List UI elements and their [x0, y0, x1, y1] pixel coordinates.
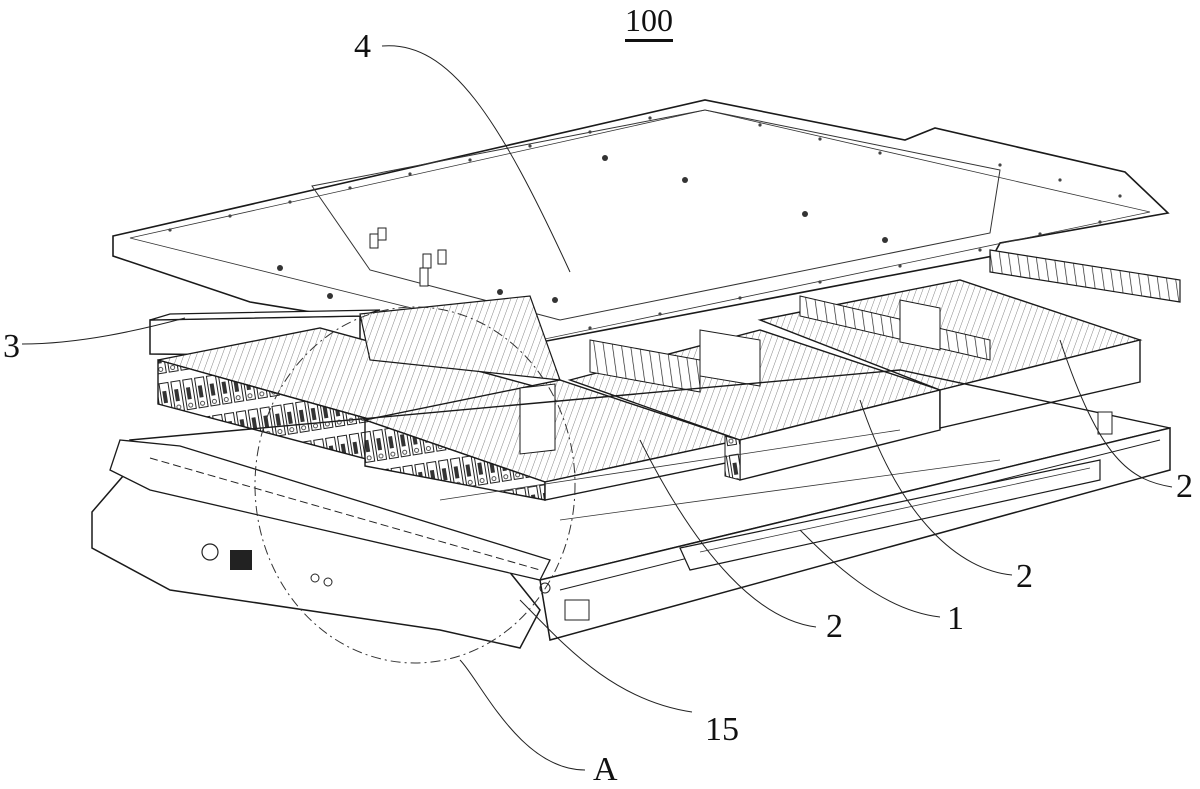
label-module-middle-right: 2: [1016, 558, 1033, 595]
label-detail-a: A: [593, 751, 618, 788]
label-side-plate: 3: [3, 328, 20, 365]
figure-number: 100: [625, 2, 673, 38]
front-beam: [91, 439, 551, 649]
bus-bar-right: [989, 249, 1181, 303]
leader-lines: [21, 45, 1173, 771]
label-module-right: 2: [1176, 468, 1193, 505]
detail-circle-a: [254, 306, 576, 664]
leader-line-2-left: [639, 439, 817, 628]
leader-line-4: [381, 45, 571, 273]
label-tray: 1: [947, 600, 964, 637]
bus-bars: [519, 295, 991, 455]
battery-tray: [129, 369, 1171, 641]
label-cover: 4: [354, 28, 371, 65]
leader-line-1: [799, 529, 941, 618]
leader-line-15: [519, 599, 693, 713]
leader-line-a: [459, 659, 586, 771]
leader-line-2-middle: [859, 399, 1013, 576]
cover-plate: [112, 99, 1170, 347]
label-front-beam: 15: [705, 711, 739, 748]
leader-line-2-right: [1059, 339, 1173, 488]
leader-line-3: [21, 317, 186, 345]
label-module-middle: 2: [826, 608, 843, 645]
